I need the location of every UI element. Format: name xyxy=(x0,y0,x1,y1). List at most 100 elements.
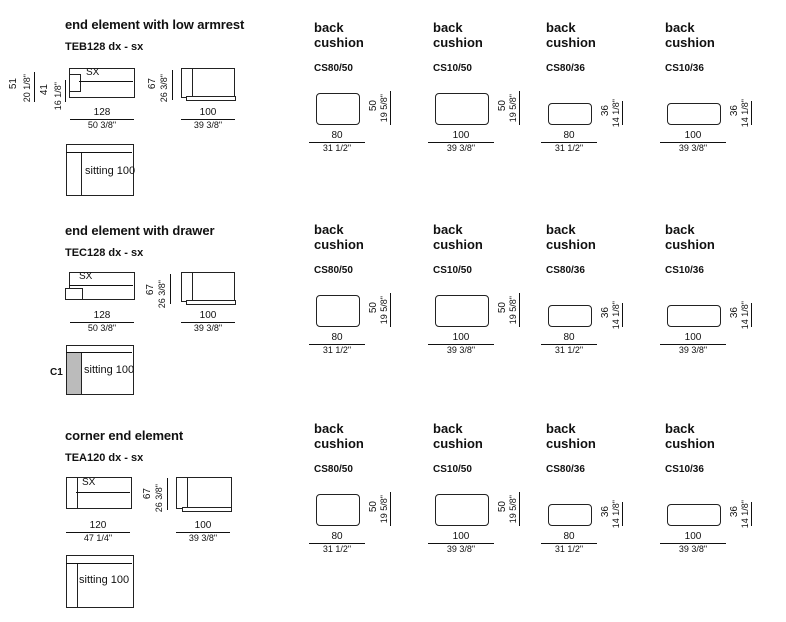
dim-line xyxy=(172,70,173,100)
height-51: 51 xyxy=(8,78,19,90)
cushion-label-line2: cushion xyxy=(433,237,483,252)
c1-label: C1 xyxy=(50,367,63,378)
cushion-height-inch: 14 1/8" xyxy=(740,500,750,529)
dim-line xyxy=(34,72,35,102)
side-height-inch: 26 3/8" xyxy=(159,74,169,103)
plan-drawer xyxy=(66,352,82,395)
dim-line xyxy=(519,293,520,327)
cushion-width-inch: 39 3/8" xyxy=(678,345,708,355)
dim-line xyxy=(181,322,235,323)
side-height: 67 xyxy=(147,78,158,90)
side-height: 67 xyxy=(145,284,156,296)
cushion-height-inch: 19 5/8" xyxy=(379,94,389,123)
dim-line xyxy=(751,303,752,327)
cushion-label-line1: back xyxy=(546,421,576,436)
dim-line xyxy=(660,344,726,345)
cushion-height: 36 xyxy=(600,506,611,518)
armrest xyxy=(69,74,81,92)
front-width: 120 xyxy=(89,520,107,531)
cushion-width: 100 xyxy=(684,531,702,542)
cushion-width-inch: 31 1/2" xyxy=(554,544,584,554)
cushion-label-line1: back xyxy=(665,421,695,436)
sx-label: SX xyxy=(86,67,100,78)
cushion-label-line1: back xyxy=(314,222,344,237)
backrest xyxy=(181,68,193,98)
dim-line xyxy=(309,543,365,544)
section-3-code: TEA120 dx - sx xyxy=(65,452,144,464)
base xyxy=(182,507,232,512)
side-width: 100 xyxy=(199,107,217,118)
side-width-inch: 39 3/8" xyxy=(193,120,223,130)
dim-line xyxy=(390,492,391,526)
cushion-label-line2: cushion xyxy=(314,35,364,50)
cushion-shape xyxy=(667,103,721,125)
dim-line xyxy=(751,502,752,526)
section-2-code: TEC128 dx - sx xyxy=(65,247,144,259)
dim-line xyxy=(390,293,391,327)
cushion-label-line1: back xyxy=(433,421,463,436)
cushion-code: CS80/50 xyxy=(314,265,353,276)
front-width-inch: 47 1/4" xyxy=(83,533,113,543)
cushion-shape xyxy=(667,504,721,526)
cushion-label-line2: cushion xyxy=(546,237,596,252)
cushion-shape xyxy=(316,295,360,327)
seat-line xyxy=(76,492,130,493)
cushion-width-inch: 31 1/2" xyxy=(554,345,584,355)
section-1-title: end element with low armrest xyxy=(65,17,245,32)
dim-line xyxy=(309,142,365,143)
cushion-width-inch: 31 1/2" xyxy=(554,143,584,153)
height-41-inch: 16 1/8" xyxy=(53,82,63,111)
cushion-code: CS80/50 xyxy=(314,464,353,475)
side-width: 100 xyxy=(194,520,212,531)
cushion-code: CS80/36 xyxy=(546,265,585,276)
dim-line xyxy=(428,344,494,345)
dim-line xyxy=(622,303,623,327)
dim-line xyxy=(70,119,134,120)
dim-line xyxy=(65,80,66,102)
cushion-height-inch: 19 5/8" xyxy=(508,495,518,524)
base xyxy=(186,300,236,305)
plan-armrest xyxy=(66,152,82,196)
side-height-inch: 26 3/8" xyxy=(157,280,167,309)
seat-line xyxy=(69,285,133,286)
cushion-width: 100 xyxy=(452,130,470,141)
cushion-height-inch: 19 5/8" xyxy=(508,296,518,325)
cushion-label-line2: cushion xyxy=(433,436,483,451)
cushion-width-inch: 39 3/8" xyxy=(678,544,708,554)
cushion-width: 80 xyxy=(563,130,575,141)
cushion-width: 100 xyxy=(684,130,702,141)
side-width-inch: 39 3/8" xyxy=(188,533,218,543)
cushion-shape xyxy=(548,305,592,327)
cushion-label-line2: cushion xyxy=(665,35,715,50)
cushion-label-line2: cushion xyxy=(546,436,596,451)
front-width: 128 xyxy=(93,310,111,321)
drawer xyxy=(65,288,83,300)
cushion-height: 50 xyxy=(368,100,379,112)
dim-line xyxy=(519,492,520,526)
cushion-height-inch: 14 1/8" xyxy=(611,99,621,128)
cushion-width: 80 xyxy=(563,531,575,542)
cushion-width-inch: 39 3/8" xyxy=(446,544,476,554)
dim-line xyxy=(170,274,171,304)
dim-line xyxy=(167,478,168,510)
dim-line xyxy=(622,101,623,125)
cushion-height: 36 xyxy=(600,105,611,117)
dim-line xyxy=(181,119,235,120)
cushion-width: 80 xyxy=(331,531,343,542)
dim-line xyxy=(176,532,230,533)
dim-line xyxy=(519,91,520,125)
cushion-code: CS10/50 xyxy=(433,265,472,276)
cushion-shape xyxy=(548,103,592,125)
cushion-width-inch: 31 1/2" xyxy=(322,345,352,355)
sx-label: SX xyxy=(79,271,93,282)
cushion-label-line1: back xyxy=(546,222,576,237)
cushion-width: 100 xyxy=(452,531,470,542)
dim-line xyxy=(541,142,597,143)
cushion-height: 36 xyxy=(600,307,611,319)
cushion-shape xyxy=(435,494,489,526)
cushion-label-line1: back xyxy=(546,20,576,35)
cushion-code: CS80/50 xyxy=(314,63,353,74)
cushion-width: 80 xyxy=(331,130,343,141)
side-height-inch: 26 3/8" xyxy=(154,484,164,513)
cushion-label-line2: cushion xyxy=(433,35,483,50)
